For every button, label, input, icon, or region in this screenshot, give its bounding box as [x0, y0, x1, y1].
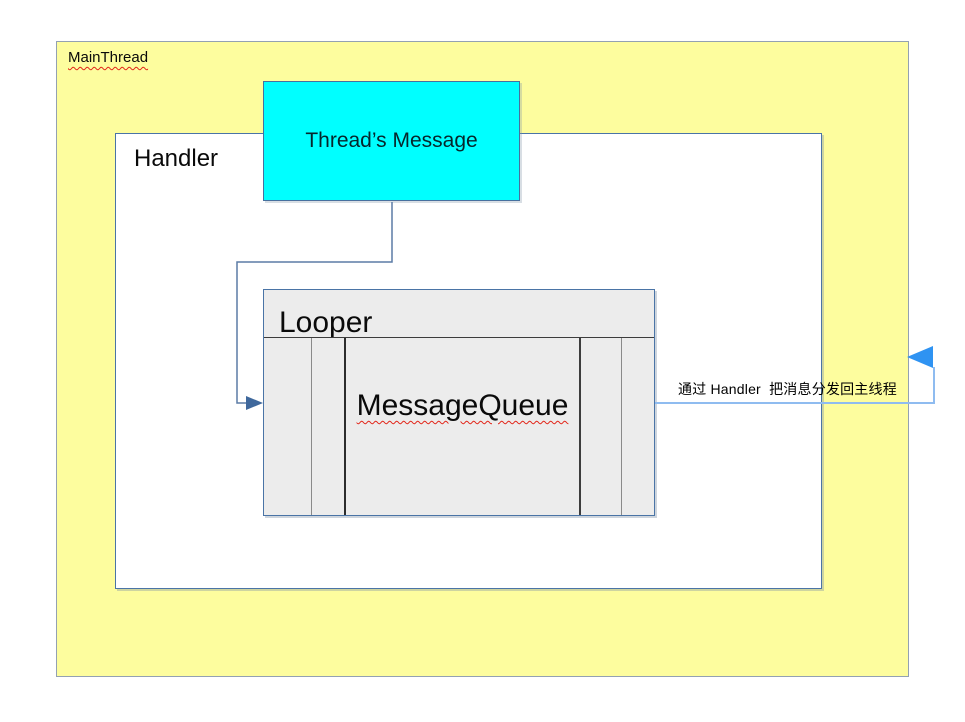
queue-cell-divider — [311, 338, 312, 515]
looper-box[interactable]: Looper MessageQueue — [263, 289, 655, 516]
dispatch-annotation-label: 通过 Handler 把消息分发回主线程 — [678, 381, 897, 397]
thread-message-label: Thread’s Message — [305, 129, 478, 152]
thread-message-box[interactable]: Thread’s Message — [263, 81, 520, 201]
looper-label: Looper — [279, 306, 373, 339]
message-queue-label: MessageQueue — [356, 389, 569, 422]
handler-label: Handler — [134, 145, 219, 172]
queue-cell-divider — [621, 338, 622, 515]
arrowhead-back-to-mainthread-icon — [907, 346, 933, 368]
queue-cell-divider — [579, 338, 581, 515]
main-thread-label: MainThread — [68, 49, 149, 66]
looper-title-divider — [264, 337, 654, 338]
queue-cell-divider — [344, 338, 346, 515]
